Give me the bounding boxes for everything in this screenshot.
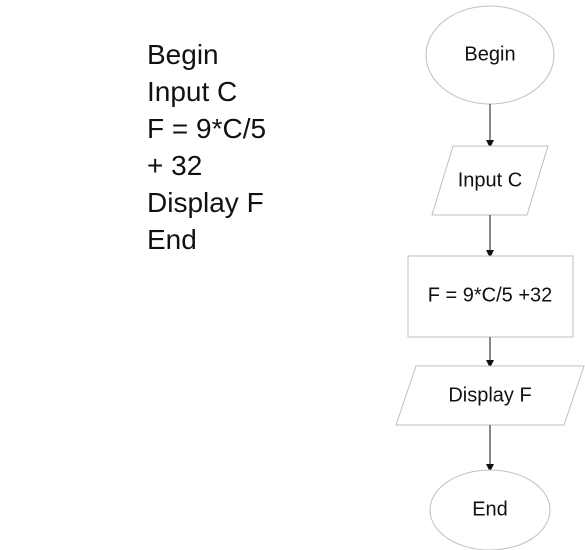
node-label: End [472,498,508,520]
process-shape [407,255,574,338]
flowchart-node-process: F = 9*C/5 +32 [407,255,574,338]
terminal-shape [429,469,551,550]
pseudocode-block: Begin Input C F = 9*C/5 + 32 Display F E… [147,36,327,258]
node-label: Begin [464,43,515,65]
pseudocode-line: Display F [147,187,264,218]
io-shape [395,365,585,426]
flowchart-node-display: Display F [395,365,585,426]
pseudocode-line: End [147,224,197,255]
io-shape [431,145,549,216]
pseudocode-line: + 32 [147,150,203,181]
node-label: F = 9*C/5 +32 [428,284,553,306]
flowchart-node-begin: Begin [425,5,555,105]
flowchart-node-end: End [429,469,551,550]
pseudocode-line: Input C [147,76,238,107]
pseudocode-line: Begin [147,39,219,70]
pseudocode-line: F = 9*C/5 [147,113,267,144]
flowchart-node-input: Input C [431,145,549,216]
node-label: Display F [448,384,531,406]
node-label: Input C [458,169,522,191]
